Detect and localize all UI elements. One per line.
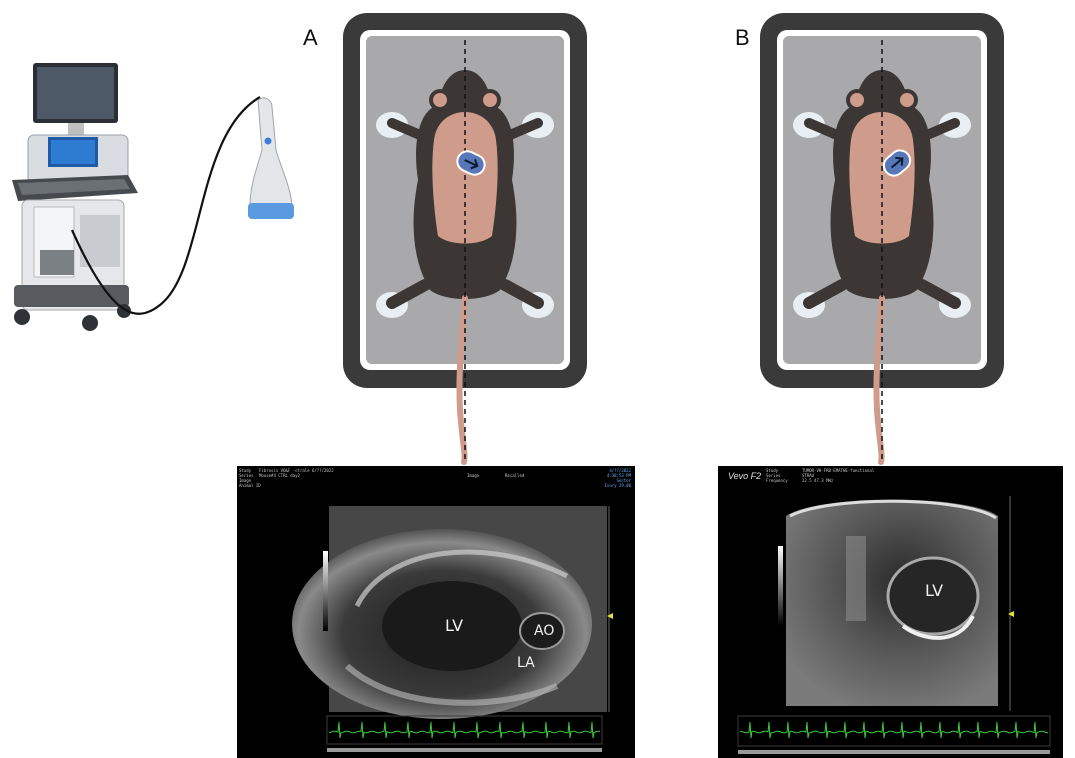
echo-b-scan: [718, 466, 1063, 758]
panel-label-b: B: [735, 25, 750, 51]
panel-label-a: A: [303, 25, 318, 51]
transducer-probe-icon: [248, 98, 294, 219]
ultrasound-machine-icon: [12, 63, 138, 331]
label-lv: LV: [445, 616, 463, 635]
label-ao: AO: [534, 623, 554, 639]
label-lv: LV: [925, 581, 943, 600]
echo-a-scan: [237, 466, 635, 758]
label-la: LA: [517, 655, 535, 671]
mouse-board-a: [340, 10, 590, 465]
ultrasound-system-illustration: [0, 55, 310, 340]
echo-image-a: Study Series Image Animal ID Fibrosis VO…: [237, 466, 635, 758]
mouse-board-b: [757, 10, 1007, 465]
echo-image-b: Vevo F2 Study Series Frequency TUMOR-VH-…: [718, 466, 1063, 758]
